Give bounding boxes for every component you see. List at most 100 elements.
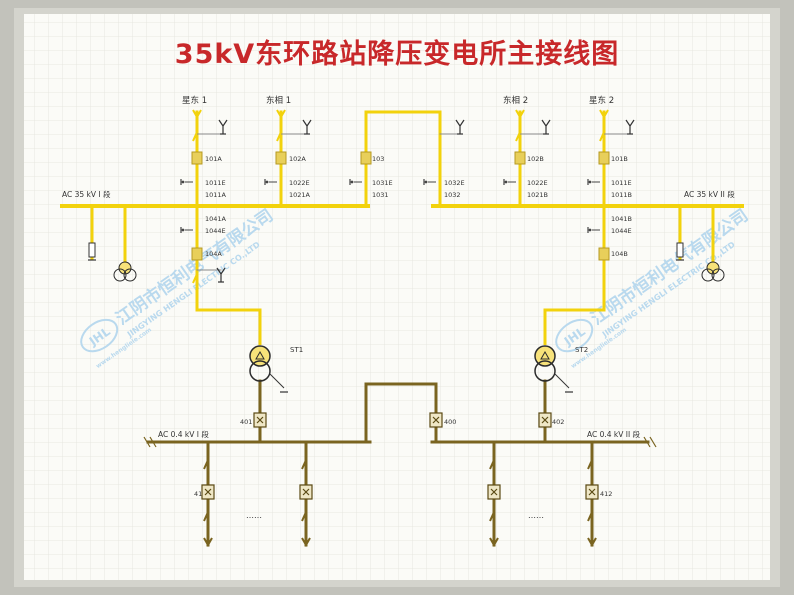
earth-switch-1044a-dot <box>181 228 185 232</box>
breaker-104b <box>598 247 610 261</box>
transformer-st1-lv-winding <box>249 360 271 382</box>
lv-feeder-breaker-a-cross <box>302 488 310 496</box>
feeder-arrow-f3 <box>515 109 525 120</box>
label-104b: 104B <box>611 250 628 258</box>
diagram-title: 35kV东环路站降压变电所主接线图 <box>175 38 619 70</box>
label-1011e-a: 1011E <box>205 179 226 187</box>
watermark-logo-ring <box>80 318 119 353</box>
pt-right-c <box>711 268 725 282</box>
label-400: 400 <box>444 418 456 426</box>
label-1021a: 1021A <box>289 191 311 199</box>
label-1041a: 1041A <box>205 215 227 223</box>
bus-label-hv2: AC 35 kV II 段 <box>684 189 735 199</box>
lv-switch-low-411 <box>203 511 209 522</box>
feeder-label-4: 星东 2 <box>589 95 614 106</box>
bus-label-lv1: AC 0.4 kV I 段 <box>158 429 209 439</box>
breaker-104a <box>191 247 203 261</box>
bus-end-mark-r <box>643 436 657 448</box>
label-1031: 1031 <box>372 191 389 199</box>
label-st1: ST1 <box>290 346 303 354</box>
pt-left-b <box>113 268 127 282</box>
feeder-switch-f3 <box>515 131 521 142</box>
arrester-f2 <box>302 119 312 134</box>
pt-right-a <box>706 261 720 275</box>
label-1044e-a: 1044E <box>205 227 226 235</box>
arrester-f1 <box>218 119 228 134</box>
breaker-f2 <box>275 151 287 165</box>
earth-switch-1031-dot <box>350 180 354 184</box>
label-412: 412 <box>600 490 612 498</box>
lv-switch-b <box>489 459 495 470</box>
label-401: 401 <box>240 418 252 426</box>
transformer-st1-hv-winding <box>249 345 271 367</box>
feeder-switch-f4 <box>599 131 605 142</box>
arrester-f3 <box>541 119 551 134</box>
lv-switch-a <box>301 459 307 470</box>
label-101b: 101B <box>611 155 628 163</box>
watermark-logo-ring <box>555 318 594 353</box>
label-411: 411 <box>194 490 206 498</box>
label-1011a: 1011A <box>205 191 227 199</box>
label-1011b: 1011B <box>611 191 632 199</box>
label-1032: 1032 <box>444 191 461 199</box>
transformer-st2-hv-winding <box>534 345 556 367</box>
label-1044e-b: 1044E <box>611 227 632 235</box>
lv-switch-low-412 <box>587 511 593 522</box>
label-102a: 102A <box>289 155 306 163</box>
earth-switch-f3-dot <box>504 180 508 184</box>
arrester-tie <box>455 119 465 134</box>
wiring-lines <box>60 110 744 547</box>
feeder-label-3: 东相 2 <box>503 95 528 106</box>
breaker-f1 <box>191 151 203 165</box>
lv-breaker-400-cross <box>432 416 440 424</box>
feeder-arrow-f4 <box>599 109 609 120</box>
label-1011e-b: 1011E <box>611 179 632 187</box>
lv-arrow-a <box>301 537 311 548</box>
lv-arrow-411 <box>203 537 213 548</box>
lv-switch-low-a <box>301 511 307 522</box>
earth-switch-1032-dot <box>424 180 428 184</box>
breaker-f3 <box>514 151 526 165</box>
lv-feeder-breaker-411-cross <box>204 488 212 496</box>
lv-switch-412 <box>587 459 593 470</box>
breaker-f4 <box>598 151 610 165</box>
label-104a: 104A <box>205 250 222 258</box>
label-102b: 102B <box>527 155 544 163</box>
breaker-103 <box>360 151 372 165</box>
arrester-f4 <box>625 119 635 134</box>
pt-left-a <box>118 261 132 275</box>
label-st2: ST2 <box>575 346 588 354</box>
label-402: 402 <box>552 418 564 426</box>
lv-switch-low-b <box>489 511 495 522</box>
fuse-left <box>88 242 96 258</box>
fuse-right <box>676 242 684 258</box>
board-grid <box>24 14 770 580</box>
bus-label-hv1: AC 35 kV I 段 <box>62 189 111 199</box>
label-1031e: 1031E <box>372 179 393 187</box>
lv-arrow-412 <box>587 537 597 548</box>
label-ellipsis-left: …… <box>246 511 262 520</box>
earth-switch-f1-dot <box>181 180 185 184</box>
disconnector-104a <box>192 273 198 284</box>
label-103: 103 <box>372 155 384 163</box>
pt-right-b <box>701 268 715 282</box>
feeder-arrow-f1 <box>192 109 202 120</box>
feeder-label-1: 星东 1 <box>182 95 207 106</box>
label-101a: 101A <box>205 155 222 163</box>
lv-arrow-b <box>489 537 499 548</box>
lv-breaker-401-cross <box>256 416 264 424</box>
label-1022e-b: 1022E <box>527 179 548 187</box>
lv-switch-411 <box>203 459 209 470</box>
feeder-switch-f1 <box>192 131 198 142</box>
transformer-st1-delta <box>255 350 265 360</box>
feeder-arrow-f2 <box>276 109 286 120</box>
label-1022e-a: 1022E <box>289 179 310 187</box>
lv-feeder-breaker-b-cross <box>490 488 498 496</box>
tx-bay-b-connect <box>543 308 604 345</box>
earth-switch-f4-dot <box>588 180 592 184</box>
label-1032e: 1032E <box>444 179 465 187</box>
tx-bay-a-connect <box>197 308 262 345</box>
lv-feeder-breaker-412-cross <box>588 488 596 496</box>
